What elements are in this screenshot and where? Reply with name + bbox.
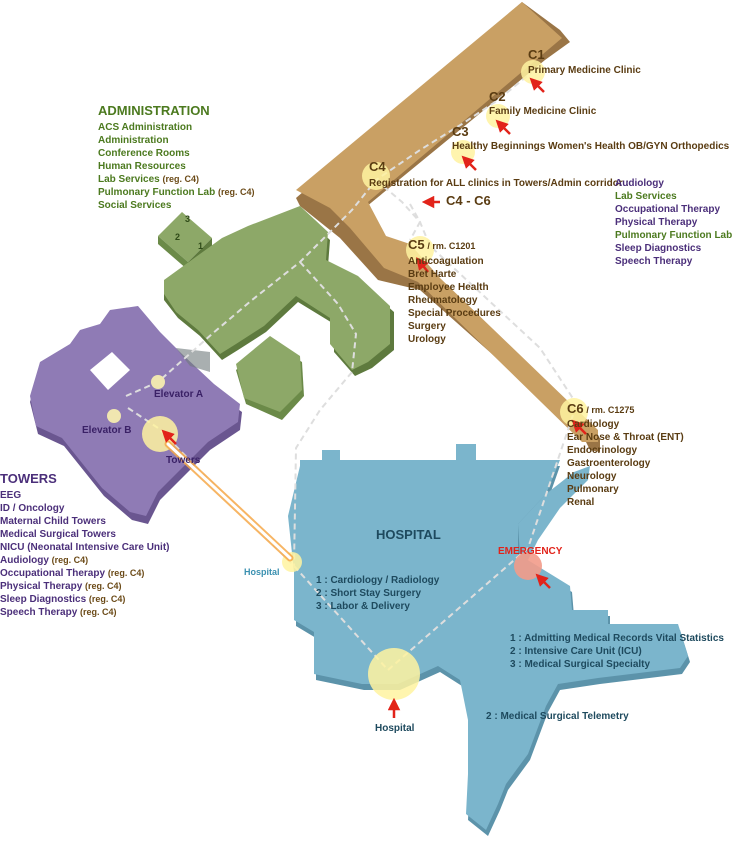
admin-item[interactable]: Lab Services (reg. C4) [98,174,200,185]
c4-service[interactable]: Pulmonary Function Lab [615,230,732,241]
hospital-east-line1[interactable]: 1 : Admitting Medical Records Vital Stat… [510,633,724,644]
tower-item[interactable]: Occupational Therapy (reg. C4) [0,568,145,579]
c4-service[interactable]: Occupational Therapy [615,204,721,215]
elevator-dots [107,375,165,423]
hospital-item[interactable]: 3 : Labor & Delivery [316,601,410,612]
admin-floor-3: 3 [185,214,191,224]
hospital-west-list: 1 : Cardiology / Radiology 2 : Short Sta… [316,574,439,613]
tower-item[interactable]: EEG [0,490,22,501]
c5-item[interactable]: Bret Harte [408,269,457,280]
c6-item[interactable]: Neurology [567,471,617,482]
c5-header: C5 / rm. C1201 [408,238,475,253]
c6-item[interactable]: Gastroenterology [567,458,651,469]
hospital-item[interactable]: 1 : Cardiology / Radiology [316,575,440,586]
c4-service[interactable]: Sleep Diagnostics [615,243,702,254]
c3-code: C3 [452,124,469,139]
hospital-west-entrance-label: Hospital [244,567,280,577]
c4-code: C4 [369,159,386,174]
administration-list: ACS Administration Administration Confer… [98,121,255,212]
admin-item[interactable]: Conference Rooms [98,148,190,159]
c4-c6-label: C4 - C6 [446,193,491,208]
emergency-label[interactable]: EMERGENCY [498,546,563,557]
hospital-building[interactable] [288,444,690,836]
admin-item[interactable]: ACS Administration [98,122,193,133]
c6-list: Cardiology Ear Nose & Throat (ENT) Endoc… [567,418,684,509]
towers-title: TOWERS [0,471,57,486]
c4-service[interactable]: Audiology [615,178,664,189]
c5-item[interactable]: Rheumatology [408,295,478,306]
c4-services-list: Audiology Lab Services Occupational Ther… [615,177,732,268]
clinic-wing[interactable] [296,2,600,452]
admin-item[interactable]: Human Resources [98,161,186,172]
c4-service[interactable]: Speech Therapy [615,256,693,267]
tower-item[interactable]: NICU (Neonatal Intensive Care Unit) [0,542,170,553]
towers-entrance-label: Towers [166,455,201,466]
c5-list: Anticoagulation Bret Harte Employee Heal… [408,255,501,346]
hospital-east-line3[interactable]: 3 : Medical Surgical Specialty [510,659,651,670]
c5-item[interactable]: Urology [408,334,446,345]
c6-code: C6 [567,401,584,416]
administration-title: ADMINISTRATION [98,103,210,118]
emergency-highlight [514,552,542,580]
tower-item[interactable]: Audiology (reg. C4) [0,555,89,566]
emergency-corridor [518,466,590,560]
admin-floor-1: 1 [198,241,204,251]
c5-item[interactable]: Employee Health [408,282,489,293]
admin-floor-2: 2 [175,232,181,242]
hospital-item[interactable]: 2 : Short Stay Surgery [316,588,422,599]
c6-item[interactable]: Ear Nose & Throat (ENT) [567,432,684,443]
admin-item[interactable]: Pulmonary Function Lab (reg. C4) [98,187,255,198]
hospital-entrance-label: Hospital [375,723,415,734]
tower-item[interactable]: ID / Oncology [0,503,65,514]
c2-code: C2 [489,89,506,104]
hospital-title: HOSPITAL [376,527,441,542]
c4-service[interactable]: Lab Services [615,191,677,202]
c3-name[interactable]: Healthy Beginnings Women's Health OB/GYN… [452,141,730,152]
c6-room: / rm. C1275 [586,405,635,415]
tower-item[interactable]: Speech Therapy (reg. C4) [0,607,117,618]
tower-item[interactable]: Physical Therapy (reg. C4) [0,581,122,592]
tower-item[interactable]: Sleep Diagnostics (reg. C4) [0,594,126,605]
elevator-b-label: Elevator B [82,425,132,436]
tower-item[interactable]: Maternal Child Towers [0,516,106,527]
c6-item[interactable]: Pulmonary [567,484,619,495]
admin-item[interactable]: Social Services [98,200,172,211]
c1-code: C1 [528,47,545,62]
skybridge [164,440,294,562]
red-arrows [161,77,587,718]
c5-item[interactable]: Special Procedures [408,308,501,319]
hospital-telemetry[interactable]: 2 : Medical Surgical Telemetry [486,711,629,722]
c2-name[interactable]: Family Medicine Clinic [489,106,597,117]
c6-header: C6 / rm. C1275 [567,402,634,417]
towers-list: EEG ID / Oncology Maternal Child Towers … [0,489,169,619]
c5-code: C5 [408,237,425,252]
admin-building[interactable] [158,206,394,420]
towers-building[interactable] [30,306,242,524]
tower-item[interactable]: Medical Surgical Towers [0,529,116,540]
admin-pavilion [158,212,212,262]
c6-item[interactable]: Renal [567,497,595,508]
c6-item[interactable]: Cardiology [567,419,620,430]
c4-name[interactable]: Registration for ALL clinics in Towers/A… [369,178,629,189]
c6-item[interactable]: Endocrinology [567,445,637,456]
c5-item[interactable]: Anticoagulation [408,256,484,267]
admin-item[interactable]: Administration [98,135,169,146]
c1-name[interactable]: Primary Medicine Clinic [528,65,641,76]
c4-service[interactable]: Physical Therapy [615,217,698,228]
c5-item[interactable]: Surgery [408,321,446,332]
c5-room: / rm. C1201 [427,241,476,251]
hospital-east-line2[interactable]: 2 : Intensive Care Unit (ICU) [510,646,642,657]
elevator-a-label: Elevator A [154,389,204,400]
